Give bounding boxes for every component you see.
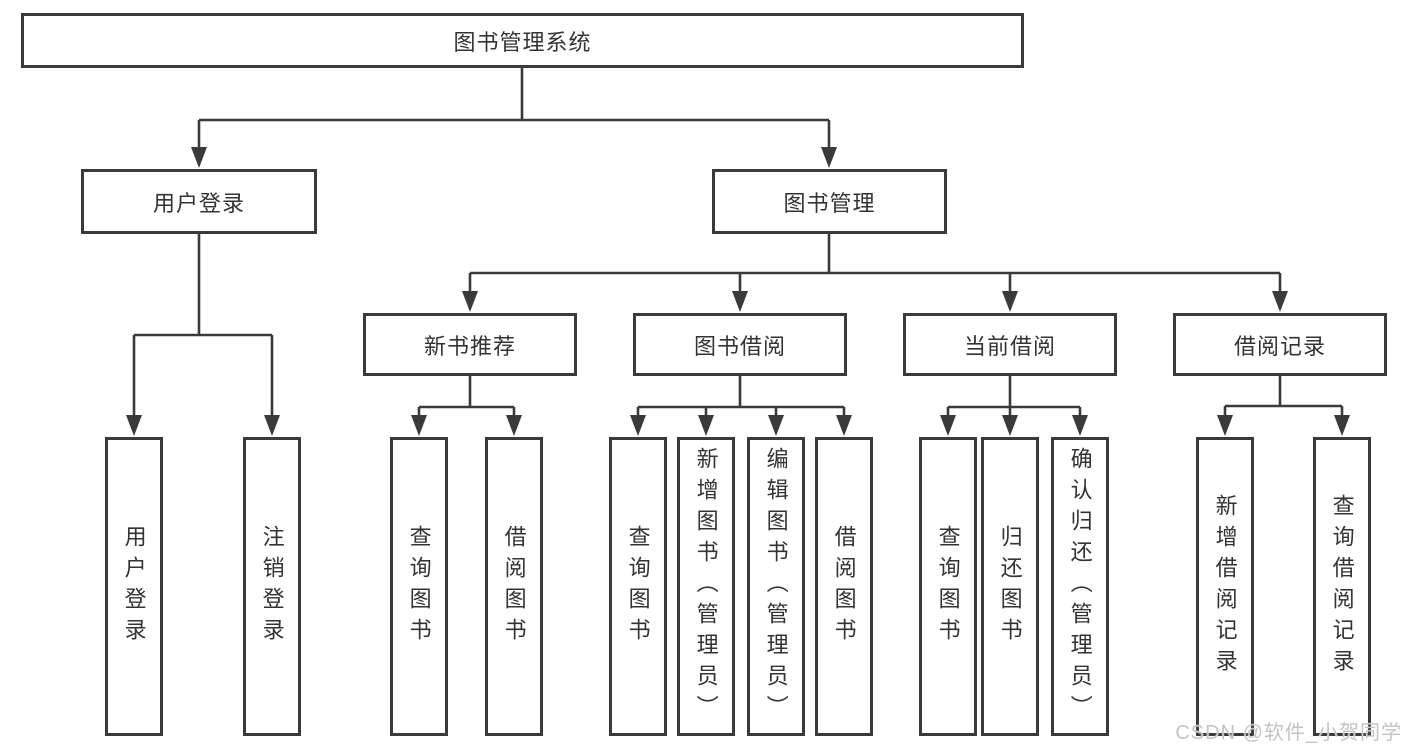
arrow-down-icon: [768, 415, 784, 436]
leaf-label: 查询图书: [406, 524, 432, 649]
arrow-down-icon: [732, 291, 748, 312]
leaf-label: 新增图书（管理员）: [693, 447, 719, 726]
leaf-logout: 注销登录: [243, 437, 301, 736]
leaf-query-borrow-record: 查询借阅记录: [1313, 437, 1371, 736]
arrow-down-icon: [940, 415, 956, 436]
leaf-user-login: 用户登录: [105, 437, 163, 736]
arrow-down-icon: [698, 415, 714, 436]
node-current-borrow: 当前借阅: [903, 313, 1117, 376]
arrow-down-icon: [1072, 415, 1088, 436]
csdn-watermark: CSDN @软件_小贺同学: [1175, 722, 1402, 744]
arrow-down-icon: [506, 415, 522, 436]
leaf-add-borrow-record: 新增借阅记录: [1196, 437, 1254, 736]
leaf-borrow-books: 借阅图书: [815, 437, 873, 736]
leaf-label: 用户登录: [121, 524, 147, 649]
arrow-down-icon: [630, 415, 646, 436]
leaf-query-books-current: 查询图书: [919, 437, 977, 736]
arrow-down-icon: [1334, 415, 1350, 436]
arrow-down-icon: [1002, 291, 1018, 312]
leaf-query-books-recommend: 查询图书: [390, 437, 448, 736]
leaf-label: 新增借阅记录: [1212, 493, 1238, 680]
leaf-query-books-borrow: 查询图书: [609, 437, 667, 736]
node-book-borrow: 图书借阅: [633, 313, 847, 376]
leaf-label: 查询借阅记录: [1329, 493, 1355, 680]
leaf-borrow-books-recommend: 借阅图书: [485, 437, 543, 736]
arrow-down-icon: [191, 147, 207, 168]
leaf-label: 注销登录: [259, 524, 285, 649]
arrow-down-icon: [836, 415, 852, 436]
leaf-label: 借阅图书: [501, 524, 527, 649]
leaf-edit-book-admin: 编辑图书（管理员）: [747, 437, 805, 736]
arrow-down-icon: [411, 415, 427, 436]
arrow-down-icon: [1217, 415, 1233, 436]
node-user-login: 用户登录: [81, 169, 317, 234]
leaf-label: 编辑图书（管理员）: [763, 447, 789, 726]
leaf-label: 查询图书: [625, 524, 651, 649]
node-book-management: 图书管理: [712, 169, 947, 234]
leaf-label: 借阅图书: [831, 524, 857, 649]
leaf-confirm-return-admin: 确认归还（管理员）: [1051, 437, 1109, 736]
arrow-down-icon: [821, 147, 837, 168]
node-borrow-records: 借阅记录: [1173, 313, 1387, 376]
arrow-down-icon: [462, 291, 478, 312]
leaf-return-book: 归还图书: [981, 437, 1039, 736]
arrow-down-icon: [1272, 291, 1288, 312]
leaf-label: 归还图书: [997, 524, 1023, 649]
leaf-label: 确认归还（管理员）: [1067, 447, 1093, 726]
arrow-down-icon: [264, 415, 280, 436]
leaf-add-book-admin: 新增图书（管理员）: [677, 437, 735, 736]
node-new-book-recommend: 新书推荐: [363, 313, 577, 376]
leaf-label: 查询图书: [935, 524, 961, 649]
arrow-down-icon: [1002, 415, 1018, 436]
node-root-system: 图书管理系统: [21, 13, 1024, 68]
arrow-down-icon: [126, 415, 142, 436]
